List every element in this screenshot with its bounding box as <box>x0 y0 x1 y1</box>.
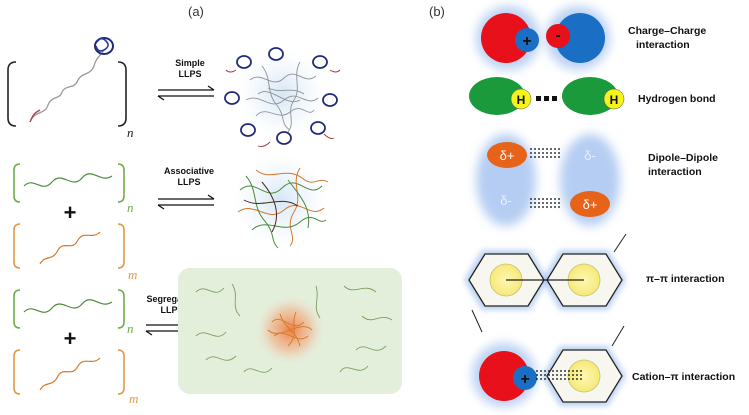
label-cation-pi: Cation–π interaction <box>632 371 735 383</box>
hbond-dots <box>536 96 557 101</box>
left-bracket-orange <box>13 349 21 395</box>
hydrogen-bond-diagram: H H Hydrogen bond <box>469 77 716 115</box>
plus-sign: + <box>64 326 77 351</box>
disordered-chain <box>29 49 105 123</box>
delta-plus-1: δ+ <box>500 148 515 163</box>
right-bracket-green <box>117 289 125 329</box>
row-simple-llps: n Simple LLPS <box>7 37 341 147</box>
left-bracket-green <box>13 163 21 203</box>
pi-pi-diagram: π–π interaction <box>464 233 725 333</box>
subscript-n: n <box>127 125 134 140</box>
label-pi-pi: π–π interaction <box>646 273 725 285</box>
left-bracket-orange <box>13 223 21 269</box>
label-charge-charge: Charge–Charge <box>628 25 706 37</box>
dipole-dipole-diagram: δ+ δ- δ- δ+ Dipole–Dipole interaction <box>476 134 718 226</box>
row-associative-llps: n + m Associative LLPS <box>13 154 329 282</box>
arrow-label-llps-3: LLPS <box>160 305 183 315</box>
plus-sign: + <box>520 371 529 388</box>
left-bracket-green <box>13 289 21 329</box>
left-bracket <box>7 61 17 127</box>
chain-terminus <box>29 109 41 123</box>
panel-b-label: (b) <box>429 4 445 19</box>
folded-domain <box>94 37 114 55</box>
subscript-n-green: n <box>127 200 134 215</box>
arrow-label-llps-2: LLPS <box>177 177 200 187</box>
h-right: H <box>610 93 619 107</box>
right-bracket-orange <box>117 223 125 269</box>
subscript-m-orange: m <box>128 267 137 282</box>
equilibrium-arrows <box>157 194 215 210</box>
orange-chain <box>39 231 101 265</box>
right-bracket <box>117 61 127 127</box>
delta-minus-1: δ- <box>500 193 512 208</box>
orange-chain <box>39 357 101 391</box>
delta-plus-2: δ+ <box>583 197 598 212</box>
arrow-label-simple: Simple <box>175 58 205 68</box>
cation-circle <box>481 13 531 63</box>
label-hydrogen-bond: Hydrogen bond <box>638 93 716 105</box>
minus-sign: - <box>555 27 560 44</box>
delta-minus-2: δ- <box>584 148 596 163</box>
equilibrium-arrows <box>157 85 215 101</box>
charge-charge-diagram: + - Charge–Charge interaction <box>476 6 706 70</box>
label-dipole-dipole: Dipole–Dipole <box>648 152 718 164</box>
label-interaction: interaction <box>636 39 690 51</box>
arrow-label-llps-1: LLPS <box>178 69 201 79</box>
cation-circle <box>479 351 529 401</box>
h-left: H <box>517 93 526 107</box>
label-interaction: interaction <box>648 166 702 178</box>
row-segregative-llps: n + m Segregative LLPS <box>13 268 402 406</box>
simple-condensate <box>224 47 341 147</box>
segregative-condensate <box>178 268 402 394</box>
dipole-dots <box>530 148 562 208</box>
right-bracket-green <box>117 163 125 203</box>
associative-condensate <box>234 154 329 249</box>
subscript-n-green: n <box>127 321 134 336</box>
green-chain <box>23 173 113 187</box>
arrow-label-associative: Associative <box>164 166 214 176</box>
green-chain <box>23 299 113 313</box>
subscript-m-orange: m <box>129 391 138 406</box>
arrow-label-segregative: Segregative <box>146 294 197 304</box>
anion-circle <box>555 13 605 63</box>
plus-sign: + <box>522 33 531 50</box>
plus-sign: + <box>64 200 77 225</box>
cation-pi-diagram: + Cation–π interaction <box>472 325 735 407</box>
right-bracket-orange <box>117 349 125 395</box>
panel-a-label: (a) <box>188 4 204 19</box>
